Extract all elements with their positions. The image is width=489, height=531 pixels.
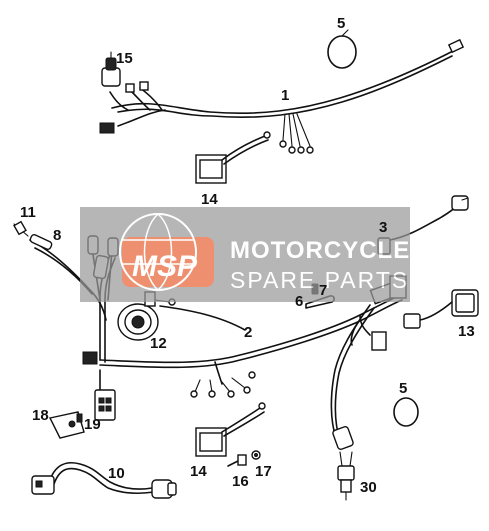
screw-part-19[interactable] xyxy=(76,413,83,423)
watermark-brand: MOTORCYCLE xyxy=(230,237,410,264)
cable-part-10[interactable] xyxy=(31,462,177,499)
callout-part-30[interactable]: 30 xyxy=(360,479,377,496)
cable-tie-part-5-lower[interactable] xyxy=(393,397,419,427)
watermark-badge-text: MSP xyxy=(132,250,198,283)
callout-part-11[interactable]: 11 xyxy=(20,204,36,221)
bolt-part-16[interactable] xyxy=(227,454,247,467)
callout-part-6[interactable]: 6 xyxy=(295,293,303,310)
regulator-part-14-lower[interactable] xyxy=(195,402,266,457)
switch-part-30[interactable] xyxy=(337,451,355,501)
connector-part-11[interactable] xyxy=(13,220,29,237)
globe-meridian xyxy=(122,213,194,291)
callout-part-5-lower[interactable]: 5 xyxy=(399,380,407,397)
callout-part-12[interactable]: 12 xyxy=(150,335,167,352)
callout-part-14-upper[interactable]: 14 xyxy=(201,191,218,208)
callout-part-17[interactable]: 17 xyxy=(255,463,272,480)
callout-part-14-lower[interactable]: 14 xyxy=(190,463,207,480)
callout-part-5-top[interactable]: 5 xyxy=(337,15,345,32)
callout-part-15[interactable]: 15 xyxy=(116,50,133,67)
upper-wiring-harness[interactable] xyxy=(99,38,465,154)
callout-part-13[interactable]: 13 xyxy=(458,323,475,340)
regulator-part-14-upper[interactable] xyxy=(195,131,271,184)
callout-part-18[interactable]: 18 xyxy=(32,407,49,424)
callout-part-19[interactable]: 19 xyxy=(84,416,101,433)
watermark-subtitle: SPARE PARTS xyxy=(230,267,409,293)
callout-part-8[interactable]: 8 xyxy=(53,227,61,244)
cable-tie-part-5-top[interactable] xyxy=(327,29,357,69)
callout-part-10[interactable]: 10 xyxy=(108,465,125,482)
sensor-part-13[interactable] xyxy=(403,289,479,329)
bracket-part-18[interactable] xyxy=(48,411,85,439)
callout-part-3[interactable]: 3 xyxy=(379,219,387,236)
callout-part-7[interactable]: 7 xyxy=(319,282,327,299)
washer-part-17[interactable] xyxy=(251,450,261,460)
callout-part-1[interactable]: 1 xyxy=(281,87,289,104)
watermark: MSP MOTORCYCLE SPARE PARTS xyxy=(80,207,410,302)
callout-part-2[interactable]: 2 xyxy=(244,324,252,341)
switch-part-15[interactable] xyxy=(101,51,121,87)
callout-part-16[interactable]: 16 xyxy=(232,473,249,490)
